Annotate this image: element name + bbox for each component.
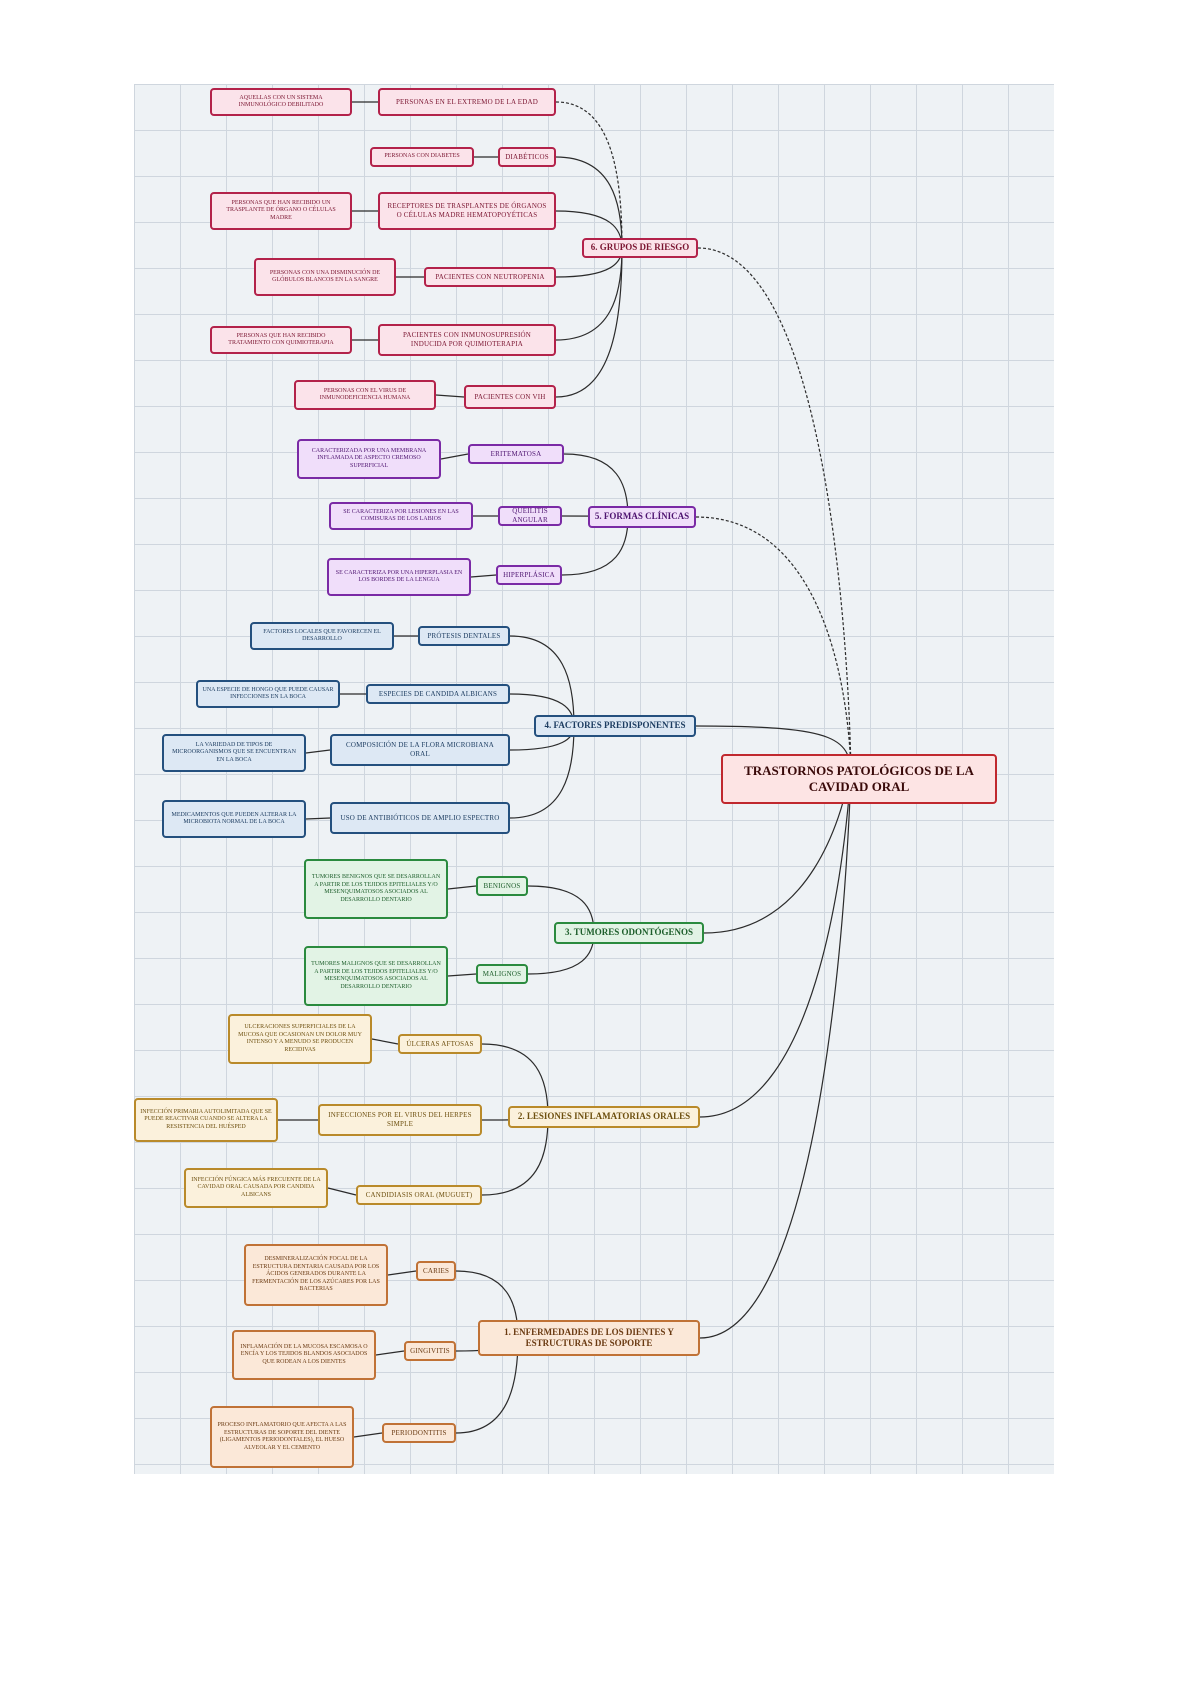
desc-eritematosa[interactable]: CARACTERIZADA POR UNA MEMBRANA INFLAMADA… — [297, 439, 441, 479]
connector-item-4-2 — [481, 1116, 549, 1196]
connector-desc-1-2 — [470, 574, 497, 578]
item-malignos[interactable]: MALIGNOS — [476, 964, 528, 984]
connector-branch-1 — [695, 516, 852, 780]
connector-desc-2-2 — [305, 749, 331, 754]
item-antibioticos[interactable]: USO DE ANTIBIÓTICOS DE AMPLIO ESPECTRO — [330, 802, 510, 834]
desc-gingivitis[interactable]: INFLAMACIÓN DE LA MUCOSA ESCAMOSA O ENCÍ… — [232, 1330, 376, 1380]
item-eritematosa[interactable]: ERITEMATOSA — [468, 444, 564, 464]
desc-extremo-de-edad[interactable]: AQUELLAS CON UN SISTEMA INMUNOLÓGICO DEB… — [210, 88, 352, 116]
desc-neutropenia[interactable]: PERSONAS CON UNA DISMINUCIÓN DE GLÓBULOS… — [254, 258, 396, 296]
item-flora[interactable]: COMPOSICIÓN DE LA FLORA MICROBIANA ORAL — [330, 734, 510, 766]
branch-lesiones-inflamatorias[interactable]: 2. LESIONES INFLAMATORIAS ORALES — [508, 1106, 700, 1128]
item-queilitis[interactable]: QUEILITIS ANGULAR — [498, 506, 562, 526]
item-benignos[interactable]: BENIGNOS — [476, 876, 528, 896]
root-node[interactable]: TRASTORNOS PATOLÓGICOS DE LA CAVIDAD ORA… — [721, 754, 997, 804]
item-diabeticos[interactable]: DIABÉTICOS — [498, 147, 556, 167]
branch-tumores-odontogenos[interactable]: 3. TUMORES ODONTÓGENOS — [554, 922, 704, 944]
desc-malignos[interactable]: TUMORES MALIGNOS QUE SE DESARROLLAN A PA… — [304, 946, 448, 1006]
branch-factores-predisponentes[interactable]: 4. FACTORES PREDISPONENTES — [534, 715, 696, 737]
connector-desc-5-1 — [375, 1350, 405, 1356]
connector-item-0-5 — [555, 247, 623, 398]
connector-item-2-3 — [509, 725, 575, 819]
connector-branch-4 — [699, 775, 852, 1118]
item-receptores-trasplantes[interactable]: RECEPTORES DE TRASPLANTES DE ÓRGANOS O C… — [378, 192, 556, 230]
item-ulceras-aftosas[interactable]: ÚLCERAS AFTOSAS — [398, 1034, 482, 1054]
desc-protesis[interactable]: FACTORES LOCALES QUE FAVORECEN EL DESARR… — [250, 622, 394, 650]
desc-queilitis[interactable]: SE CARACTERIZA POR LESIONES EN LAS COMIS… — [329, 502, 473, 530]
branch-enfermedades-dientes[interactable]: 1. ENFERMEDADES DE LOS DIENTES Y ESTRUCT… — [478, 1320, 700, 1356]
item-candidiasis[interactable]: CANDIDIASIS ORAL (MUGUET) — [356, 1185, 482, 1205]
desc-antibioticos[interactable]: MEDICAMENTOS QUE PUEDEN ALTERAR LA MICRO… — [162, 800, 306, 838]
connector-desc-3-0 — [447, 885, 477, 890]
branch-grupos-de-riesgo[interactable]: 6. GRUPOS DE RIESGO — [582, 238, 698, 258]
connector-desc-4-0 — [371, 1038, 399, 1045]
connector-item-2-0 — [509, 635, 575, 727]
desc-benignos[interactable]: TUMORES BENIGNOS QUE SE DESARROLLAN A PA… — [304, 859, 448, 919]
item-herpes[interactable]: INFECCIONES POR EL VIRUS DEL HERPES SIMP… — [318, 1104, 482, 1136]
item-protesis[interactable]: PRÓTESIS DENTALES — [418, 626, 510, 646]
item-neutropenia[interactable]: PACIENTES CON NEUTROPENIA — [424, 267, 556, 287]
connector-desc-5-0 — [387, 1270, 417, 1276]
connector-desc-5-2 — [353, 1432, 383, 1438]
connector-item-0-4 — [555, 247, 623, 341]
desc-inmunosupresion[interactable]: PERSONAS QUE HAN RECIBIDO TRATAMIENTO CO… — [210, 326, 352, 354]
desc-flora[interactable]: LA VARIEDAD DE TIPOS DE MICROORGANISMOS … — [162, 734, 306, 772]
mind-map-canvas[interactable]: TRASTORNOS PATOLÓGICOS DE LA CAVIDAD ORA… — [134, 84, 1054, 1474]
connector-desc-3-1 — [447, 973, 477, 977]
connector-desc-4-2 — [327, 1187, 357, 1196]
item-inmunosupresion[interactable]: PACIENTES CON INMUNOSUPRESIÓN INDUCIDA P… — [378, 324, 556, 356]
desc-diabeticos[interactable]: PERSONAS CON DIABETES — [370, 147, 474, 167]
desc-herpes[interactable]: INFECCIÓN PRIMARIA AUTOLIMITADA QUE SE P… — [134, 1098, 278, 1142]
connector-branch-5 — [699, 776, 852, 1339]
connector-desc-0-5 — [435, 394, 465, 398]
item-hiperplasica[interactable]: HIPERPLÁSICA — [496, 565, 562, 585]
connector-item-0-0 — [555, 101, 623, 249]
connector-desc-1-0 — [440, 453, 469, 460]
desc-hiperplasica[interactable]: SE CARACTERIZA POR UNA HIPERPLASIA EN LO… — [327, 558, 471, 596]
desc-periodontitis[interactable]: PROCESO INFLAMATORIO QUE AFECTA A LAS ES… — [210, 1406, 354, 1468]
desc-caries[interactable]: DESMINERALIZACIÓN FOCAL DE LA ESTRUCTURA… — [244, 1244, 388, 1306]
item-vih[interactable]: PACIENTES CON VIH — [464, 385, 556, 409]
item-caries[interactable]: CARIES — [416, 1261, 456, 1281]
connector-desc-2-3 — [305, 817, 331, 820]
connector-branch-0 — [697, 247, 852, 780]
item-candida[interactable]: ESPECIES DE CANDIDA ALBICANS — [366, 684, 510, 704]
desc-ulceras-aftosas[interactable]: ULCERACIONES SUPERFICIALES DE LA MUCOSA … — [228, 1014, 372, 1064]
desc-candida[interactable]: UNA ESPECIE DE HONGO QUE PUEDE CAUSAR IN… — [196, 680, 340, 708]
connector-item-4-0 — [481, 1043, 549, 1118]
connector-item-0-1 — [555, 156, 623, 249]
item-gingivitis[interactable]: GINGIVITIS — [404, 1341, 456, 1361]
desc-vih[interactable]: PERSONAS CON EL VIRUS DE INMUNODEFICIENC… — [294, 380, 436, 410]
item-periodontitis[interactable]: PERIODONTITIS — [382, 1423, 456, 1443]
branch-formas-clinicas[interactable]: 5. FORMAS CLÍNICAS — [588, 506, 696, 528]
desc-candidiasis[interactable]: INFECCIÓN FÚNGICA MÁS FRECUENTE DE LA CA… — [184, 1168, 328, 1208]
desc-receptores-trasplantes[interactable]: PERSONAS QUE HAN RECIBIDO UN TRASPLANTE … — [210, 192, 352, 230]
item-extremo-de-edad[interactable]: PERSONAS EN EL EXTREMO DE LA EDAD — [378, 88, 556, 116]
